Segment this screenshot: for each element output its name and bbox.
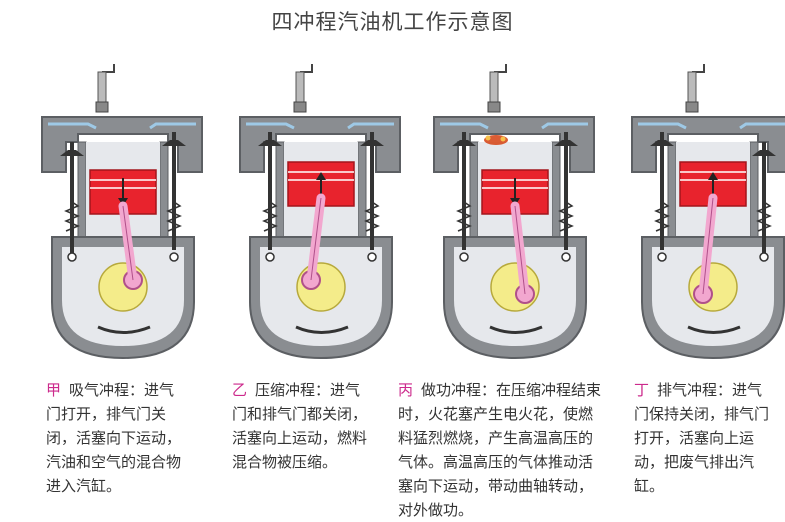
stroke-label: 乙 xyxy=(232,381,247,399)
stroke-label: 丁 xyxy=(634,381,649,399)
engine-svg xyxy=(628,62,785,362)
engine-svg xyxy=(430,62,600,362)
engine-diagram-3 xyxy=(430,62,600,362)
spark-plug-icon xyxy=(96,64,114,112)
crankshaft xyxy=(689,263,737,311)
engine-diagram-2 xyxy=(236,62,406,362)
stroke-label: 丙 xyxy=(398,381,413,399)
engine-diagram-4 xyxy=(628,62,785,362)
stroke-name: 吸气冲程 xyxy=(69,381,129,399)
crankshaft xyxy=(99,263,147,311)
spark-plug-icon xyxy=(686,64,704,112)
stroke-name: 压缩冲程 xyxy=(255,381,315,399)
engine-svg xyxy=(38,62,208,362)
stroke-description-1: 甲吸气冲程：进气门打开，排气门关闭，活塞向下运动，汽油和空气的混合物进入汽缸。 xyxy=(46,378,184,498)
spark-icon xyxy=(484,135,508,145)
stroke-name: 排气冲程 xyxy=(657,381,717,399)
engine-svg xyxy=(236,62,406,362)
crankshaft xyxy=(491,263,539,311)
stroke-description-4: 丁排气冲程：进气门保持关闭，排气门打开，活塞向上运动，把废气排出汽缸。 xyxy=(634,378,770,498)
stroke-name: 做功冲程 xyxy=(421,381,481,399)
spark-plug-icon xyxy=(294,64,312,112)
diagram-title: 四冲程汽油机工作示意图 xyxy=(0,6,785,36)
stroke-description-3: 丙做功冲程：在压缩冲程结束时，火花塞产生电火花，使燃料猛烈燃烧，产生高温高压的气… xyxy=(398,378,606,522)
stroke-description-2: 乙压缩冲程：进气门和排气门都关闭，活塞向上运动，燃料混合物被压缩。 xyxy=(232,378,370,474)
stroke-text: ：在压缩冲程结束时，火花塞产生电火花，使燃料猛烈燃烧，产生高温高压的气体。高温高… xyxy=(398,381,601,519)
crankshaft xyxy=(297,263,345,311)
stroke-label: 甲 xyxy=(46,381,61,399)
engine-diagram-1 xyxy=(38,62,208,362)
spark-plug-icon xyxy=(488,64,506,112)
